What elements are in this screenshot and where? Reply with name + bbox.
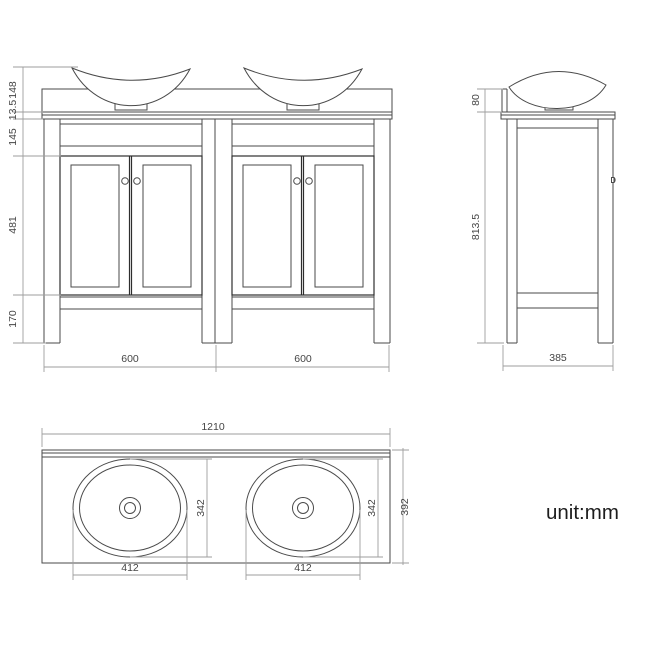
plan-left-basin bbox=[72, 458, 188, 558]
dim-label-apron-height: 145 bbox=[7, 128, 19, 146]
dim-label-total-height: 813.5 bbox=[470, 214, 482, 240]
plan-left-basin-width-dimension: 412 bbox=[72, 510, 188, 580]
drain-icon bbox=[119, 497, 141, 519]
front-apron bbox=[60, 123, 374, 147]
side-vertical-dimensions: 80 813.5 bbox=[470, 88, 504, 344]
dim-label-depth: 385 bbox=[549, 352, 567, 364]
dim-label-counter-depth: 392 bbox=[399, 498, 411, 516]
dim-label-left-cabinet-width: 600 bbox=[121, 353, 139, 365]
front-elevation-view: 148 13.5 145 481 170 600 600 bbox=[7, 66, 393, 372]
side-legs bbox=[506, 119, 614, 344]
plan-right-basin-width-dimension: 412 bbox=[245, 510, 361, 580]
front-vertical-dimensions: 148 13.5 145 481 170 bbox=[7, 66, 78, 344]
side-depth-dimension: 385 bbox=[502, 345, 614, 371]
side-backsplash bbox=[501, 88, 508, 112]
front-left-cabinet-doors bbox=[59, 155, 203, 296]
dim-label-sink-height: 148 bbox=[7, 81, 19, 99]
side-door-knob bbox=[611, 177, 616, 183]
dim-label-right-basin-depth: 342 bbox=[366, 499, 378, 517]
side-elevation-view: 80 813.5 385 bbox=[470, 71, 616, 371]
door-knob-icon bbox=[121, 177, 129, 185]
dim-label-total-width: 1210 bbox=[201, 421, 225, 433]
unit-label: unit:mm bbox=[546, 501, 619, 524]
front-countertop bbox=[41, 88, 393, 120]
dim-label-splash-height: 80 bbox=[470, 94, 482, 106]
front-width-dimensions: 600 600 bbox=[43, 345, 390, 372]
dim-label-leg-height: 170 bbox=[7, 310, 19, 328]
front-stretchers bbox=[60, 296, 374, 310]
plan-left-basin-depth-dimension: 342 bbox=[130, 458, 212, 558]
plan-total-width-dimension: 1210 bbox=[41, 421, 391, 447]
plan-counter-depth-dimension: 392 bbox=[392, 448, 411, 565]
plan-right-basin bbox=[245, 458, 361, 558]
front-right-cabinet-doors bbox=[231, 155, 375, 296]
plan-right-basin-depth-dimension: 342 bbox=[303, 458, 383, 558]
dim-label-door-height: 481 bbox=[7, 216, 19, 234]
drain-icon bbox=[292, 497, 314, 519]
front-vessel-sinks bbox=[70, 67, 364, 111]
dim-label-right-cabinet-width: 600 bbox=[294, 353, 312, 365]
side-countertop bbox=[500, 111, 616, 120]
dim-label-left-basin-width: 412 bbox=[121, 562, 139, 574]
plan-countertop-outline bbox=[41, 449, 391, 564]
door-knob-icon bbox=[305, 177, 313, 185]
door-knob-icon bbox=[133, 177, 141, 185]
plan-view: 1210 392 342 342 412 bbox=[41, 421, 411, 580]
dim-label-left-basin-depth: 342 bbox=[195, 499, 207, 517]
side-vessel-sink bbox=[508, 71, 607, 111]
dim-label-counter-thickness: 13.5 bbox=[7, 100, 19, 121]
dim-label-right-basin-width: 412 bbox=[294, 562, 312, 574]
door-knob-icon bbox=[293, 177, 301, 185]
